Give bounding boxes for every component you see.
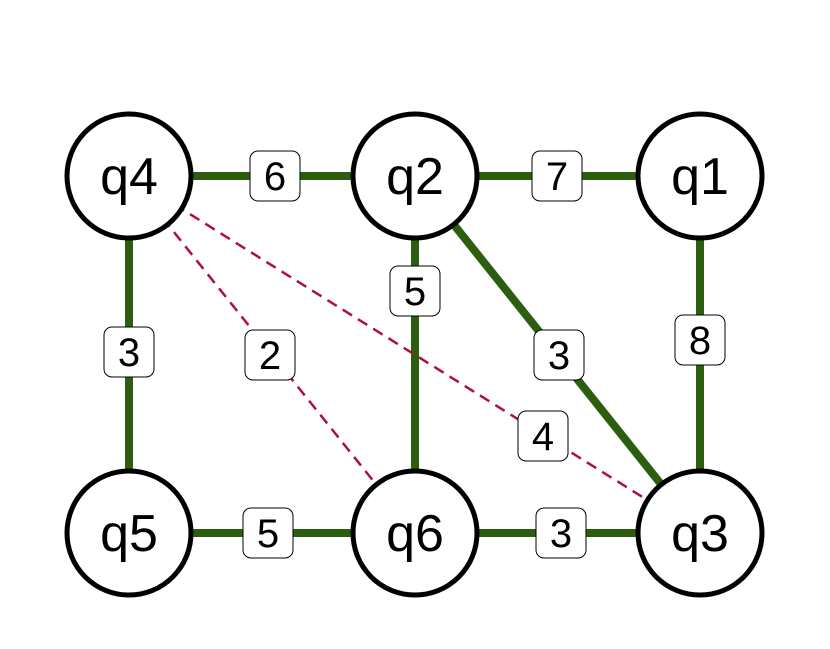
edge-weight-text: 3 bbox=[118, 331, 140, 375]
edge-q4-q6 bbox=[128, 175, 416, 534]
edge-weight-text: 2 bbox=[259, 334, 281, 378]
node-q6: q6 bbox=[350, 468, 480, 598]
edge-q4-q3 bbox=[128, 174, 701, 535]
edge-weight-box bbox=[244, 329, 296, 381]
edge-weight-text: 3 bbox=[548, 334, 570, 378]
edge-weight-q4-q2: 6 bbox=[249, 150, 301, 202]
node-label: q1 bbox=[671, 148, 729, 206]
edge-weight-text: 7 bbox=[546, 155, 568, 199]
nodes: q4 q2 q1 q5 q6 q3 bbox=[64, 111, 765, 598]
node-circle bbox=[635, 111, 765, 241]
edge-weight-text: 5 bbox=[257, 512, 279, 556]
edge-weight-q1-q3: 8 bbox=[674, 314, 726, 366]
edge-weight-q2-q6: 5 bbox=[389, 265, 441, 317]
edge-weight-text: 8 bbox=[689, 319, 711, 363]
edge-weight-box bbox=[533, 329, 585, 381]
edge-weight-text: 4 bbox=[532, 415, 554, 459]
edge-weight-q4-q3: 4 bbox=[517, 410, 569, 462]
edge-weight-box bbox=[389, 265, 441, 317]
node-circle bbox=[64, 468, 194, 598]
node-q3: q3 bbox=[635, 468, 765, 598]
edge-weight-box bbox=[535, 507, 587, 559]
node-label: q6 bbox=[386, 505, 444, 563]
edge-weight-box bbox=[103, 326, 155, 378]
node-q4: q4 bbox=[64, 111, 194, 241]
node-q2: q2 bbox=[350, 111, 480, 241]
edge-weight-q2-q3: 3 bbox=[533, 329, 585, 381]
edge-weight-box bbox=[674, 314, 726, 366]
edge-weight-text: 5 bbox=[404, 270, 426, 314]
node-label: q3 bbox=[671, 505, 729, 563]
node-circle bbox=[64, 111, 194, 241]
edge-weight-text: 6 bbox=[264, 155, 286, 199]
edge-weight-text: 3 bbox=[550, 512, 572, 556]
node-label: q5 bbox=[100, 505, 158, 563]
edge-weight-box bbox=[242, 507, 294, 559]
node-circle bbox=[350, 468, 480, 598]
edge-weight-q6-q3: 3 bbox=[535, 507, 587, 559]
node-q5: q5 bbox=[64, 468, 194, 598]
edge-weight-q4-q5: 3 bbox=[103, 326, 155, 378]
edge-weight-box bbox=[249, 150, 301, 202]
edge-weight-q2-q1: 7 bbox=[531, 150, 583, 202]
edge-weight-box bbox=[517, 410, 569, 462]
node-label: q2 bbox=[386, 148, 444, 206]
node-circle bbox=[350, 111, 480, 241]
node-circle bbox=[635, 468, 765, 598]
node-q1: q1 bbox=[635, 111, 765, 241]
edge-weight-q4-q6: 2 bbox=[244, 329, 296, 381]
edge-weight-labels: 6 7 3 2 5 3 4 8 5 3 bbox=[103, 150, 726, 559]
edge-weight-box bbox=[531, 150, 583, 202]
node-label: q4 bbox=[100, 148, 158, 206]
edge-weight-q5-q6: 5 bbox=[242, 507, 294, 559]
